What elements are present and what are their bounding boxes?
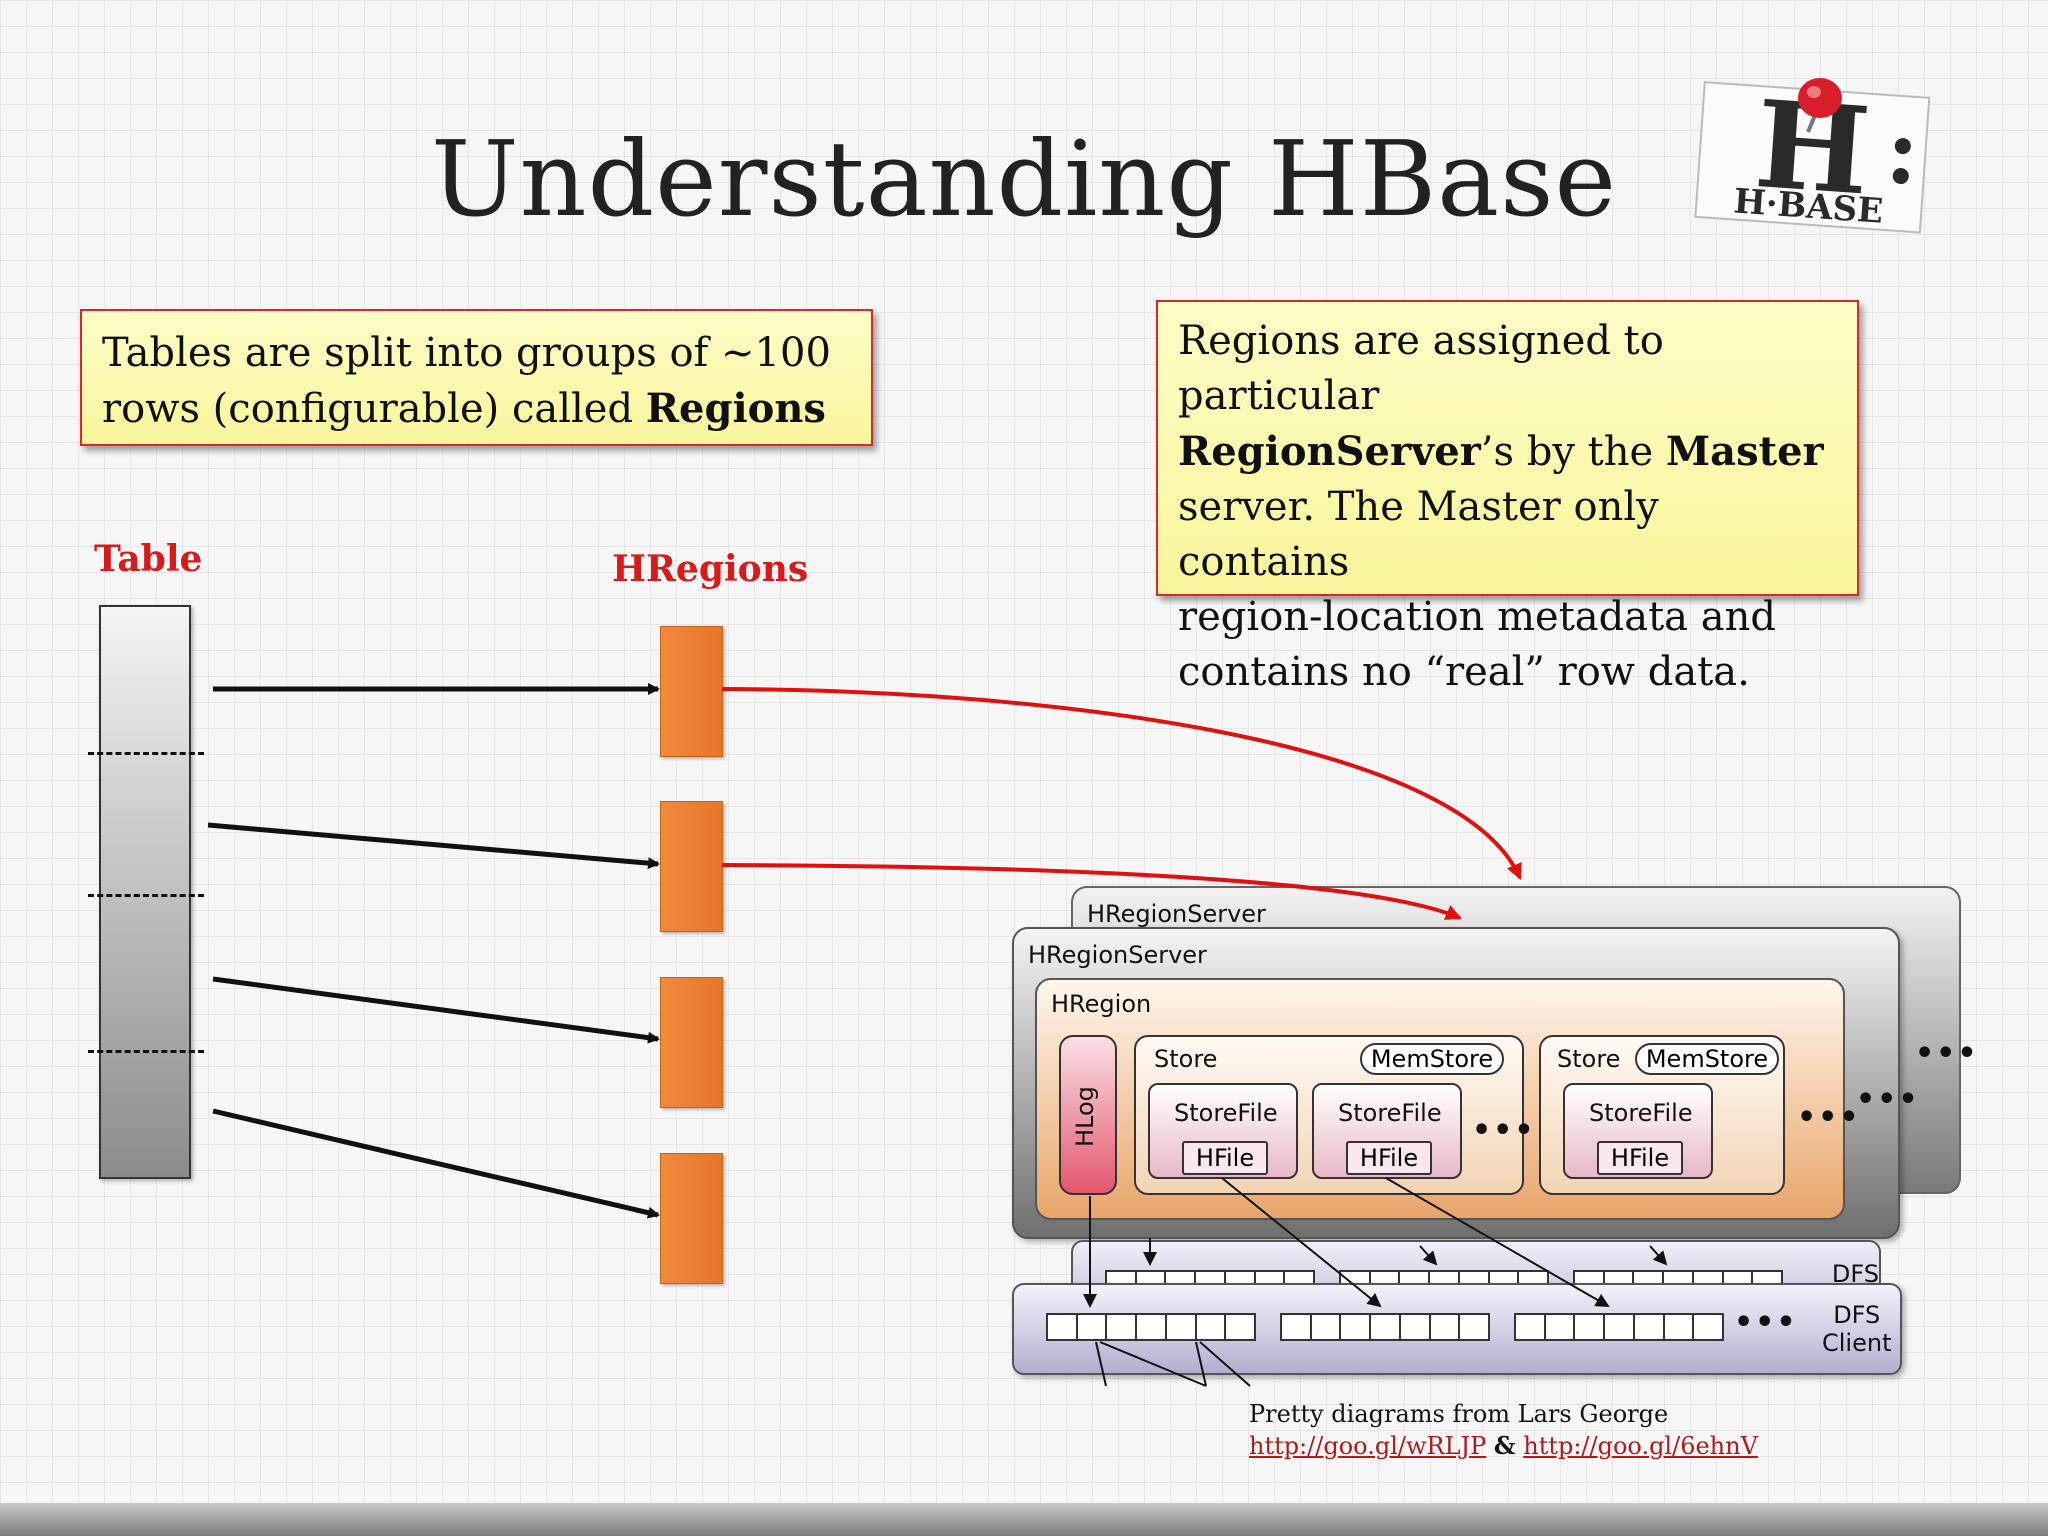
hregion-block-3 <box>660 977 723 1108</box>
storefile-label: StoreFile <box>1174 1099 1278 1127</box>
storefile-label: StoreFile <box>1589 1099 1693 1127</box>
slide-title: Understanding HBase <box>430 118 1618 240</box>
ellipsis: ••• <box>1797 1100 1861 1135</box>
credit-link-1[interactable]: http://goo.gl/wRLJP <box>1249 1432 1487 1460</box>
region-to-server-arrow-1 <box>721 687 1522 880</box>
table-to-region-arrow-2 <box>207 822 660 870</box>
table-bar <box>99 605 191 1179</box>
region-split-line <box>88 752 204 755</box>
dfs-blocks <box>1046 1313 1256 1341</box>
store-label: Store <box>1154 1045 1218 1073</box>
store-box-2: Store MemStore StoreFile HFile <box>1539 1035 1785 1195</box>
storefile: StoreFile HFile <box>1563 1083 1713 1179</box>
hregion-block-4 <box>660 1153 723 1284</box>
memstore: MemStore <box>1635 1043 1779 1075</box>
hfile: HFile <box>1346 1141 1432 1175</box>
storefile: StoreFile HFile <box>1148 1083 1298 1179</box>
credit-text: Pretty diagrams from Lars George <box>1249 1400 1669 1428</box>
ellipsis: ••• <box>1856 1082 1920 1117</box>
callout-master-line1: Regions are assigned to particular <box>1178 318 1664 419</box>
storefile: StoreFile HFile <box>1312 1083 1462 1179</box>
callout-master: Regions are assigned to particular Regio… <box>1156 300 1859 695</box>
table-to-region-arrow-4 <box>212 1108 660 1219</box>
store-label: Store <box>1557 1045 1621 1073</box>
hfile: HFile <box>1597 1141 1683 1175</box>
credit-links: http://goo.gl/wRLJP & http://goo.gl/6ehn… <box>1249 1430 1758 1462</box>
table-to-region-arrow-3 <box>212 976 660 1044</box>
storefile-label: StoreFile <box>1338 1099 1442 1127</box>
region-split-line <box>88 1050 204 1053</box>
dfs-blocks <box>1280 1313 1490 1341</box>
ellipsis: ••• <box>1472 1113 1536 1148</box>
hregion-block-2 <box>660 801 723 932</box>
hregionserver-back-label: HRegionServer <box>1087 900 1266 928</box>
memstore: MemStore <box>1360 1043 1504 1075</box>
hregions-label: HRegions <box>612 548 809 590</box>
hfile: HFile <box>1182 1141 1268 1175</box>
hregionserver-front-label: HRegionServer <box>1028 941 1207 969</box>
callout-regions-line1: Tables are split into groups of ~100 <box>102 330 831 376</box>
hbase-logo: H H·BASE <box>1694 74 1931 234</box>
callout-master-line2: RegionServer’s by the Master <box>1178 428 1824 475</box>
hregion-container-label: HRegion <box>1051 990 1152 1018</box>
hlog-box: HLog <box>1059 1035 1117 1195</box>
callout-master-line3: server. The Master only contains <box>1178 484 1659 585</box>
dfs-blocks <box>1514 1313 1724 1341</box>
credit-amp: & <box>1493 1431 1516 1460</box>
ellipsis: ••• <box>1915 1036 1979 1071</box>
region-split-line <box>88 894 204 897</box>
hregion-block-1 <box>660 626 723 757</box>
table-label: Table <box>94 538 203 580</box>
callout-master-line5: contains no “real” row data. <box>1178 649 1750 695</box>
callout-regions: Tables are split into groups of ~100 row… <box>80 309 873 446</box>
credit-link-2[interactable]: http://goo.gl/6ehnV <box>1523 1432 1758 1460</box>
credit: Pretty diagrams from Lars George http://… <box>1249 1399 1758 1462</box>
ellipsis: ••• <box>1734 1305 1798 1340</box>
store-box-1: Store MemStore StoreFile HFile StoreFile… <box>1134 1035 1534 1195</box>
hlog-label: HLog <box>1071 1086 1099 1147</box>
pushpin-icon <box>1798 78 1842 118</box>
callout-regions-line2: rows (configurable) called Regions <box>102 385 826 432</box>
bottom-bar <box>0 1503 2048 1536</box>
callout-master-line4: region-location metadata and <box>1178 594 1776 640</box>
